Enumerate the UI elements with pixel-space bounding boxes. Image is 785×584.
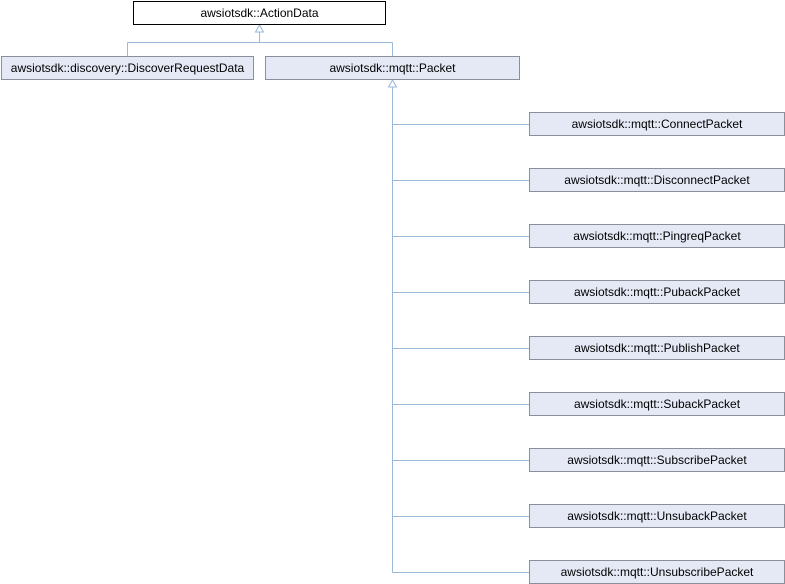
class-node-packet[interactable]: awsiotsdk::mqtt::Packet — [265, 56, 520, 80]
class-node-subackpacket[interactable]: awsiotsdk::mqtt::SubackPacket — [529, 392, 785, 416]
class-node-disconnectpacket[interactable]: awsiotsdk::mqtt::DisconnectPacket — [529, 168, 785, 192]
class-node-discoverrequestdata[interactable]: awsiotsdk::discovery::DiscoverRequestDat… — [1, 56, 254, 80]
class-node-subscribepacket[interactable]: awsiotsdk::mqtt::SubscribePacket — [529, 448, 785, 472]
class-node-unsubackpacket[interactable]: awsiotsdk::mqtt::UnsubackPacket — [529, 504, 785, 528]
class-node-pingreqpacket[interactable]: awsiotsdk::mqtt::PingreqPacket — [529, 224, 785, 248]
inheritance-arrowhead — [254, 23, 265, 33]
inheritance-arrowhead — [387, 78, 398, 88]
class-node-publishpacket[interactable]: awsiotsdk::mqtt::PublishPacket — [529, 336, 785, 360]
class-node-connectpacket[interactable]: awsiotsdk::mqtt::ConnectPacket — [529, 112, 785, 136]
class-node-pubackpacket[interactable]: awsiotsdk::mqtt::PubackPacket — [529, 280, 785, 304]
class-node-actiondata[interactable]: awsiotsdk::ActionData — [133, 1, 386, 25]
class-node-unsubscribepacket[interactable]: awsiotsdk::mqtt::UnsubscribePacket — [529, 560, 785, 584]
